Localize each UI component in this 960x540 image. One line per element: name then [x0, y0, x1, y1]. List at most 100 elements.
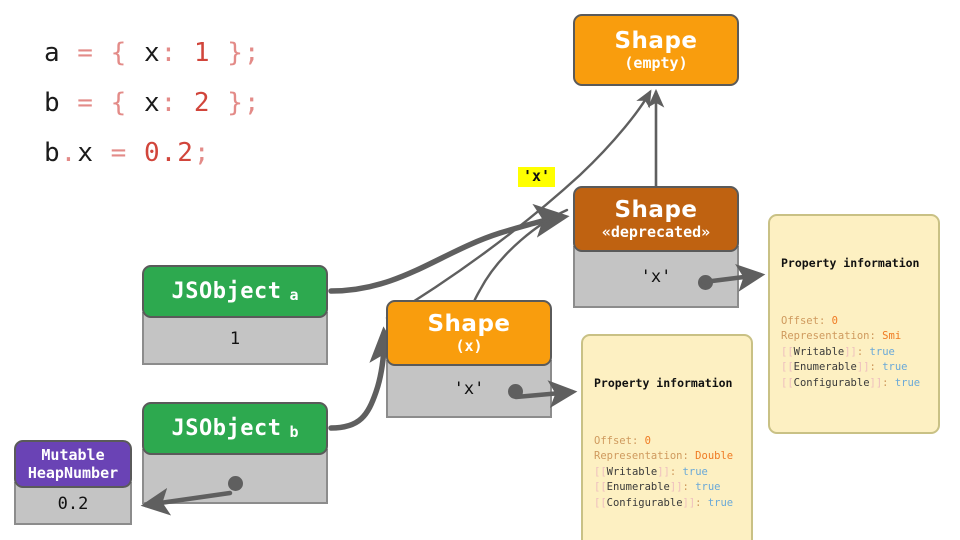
property-info-smi-title: Property information	[781, 256, 920, 270]
property-key: Offset	[781, 314, 819, 327]
code-token: 0.2	[143, 138, 194, 168]
code-token: x	[143, 38, 161, 68]
property-value: Smi	[882, 330, 902, 342]
property-key: [[Writable]]	[781, 345, 857, 358]
property-colon: :	[869, 330, 883, 342]
property-value: true	[682, 465, 708, 478]
property-colon: :	[682, 450, 696, 462]
code-token: =	[60, 88, 111, 118]
wire-b-to-shape-x	[328, 326, 404, 431]
shape-empty-title: Shape	[614, 27, 698, 54]
property-colon: :	[856, 345, 870, 358]
node-shape-empty[interactable]: Shape (empty)	[573, 14, 739, 86]
property-key: Representation	[781, 330, 870, 342]
jsobject-b-slot-dot	[228, 476, 243, 491]
property-row: [[Configurable]]: true	[781, 376, 927, 392]
property-value: true	[707, 496, 734, 509]
jsobject-a-slot-value: 1	[229, 328, 241, 349]
code-token: .	[60, 138, 78, 168]
code-line-3: b.x = 0.2;	[44, 128, 261, 178]
jsobject-a-slot: 1	[142, 312, 328, 365]
code-token: =	[60, 38, 111, 68]
node-jsobject-b[interactable]: JSObject b	[142, 402, 328, 504]
property-value: true	[695, 481, 721, 493]
jsobject-b-title: JSObject	[171, 416, 282, 441]
code-listing: a = { x: 1 };b = { x: 2 };b.x = 0.2;	[44, 28, 261, 178]
shape-deprecated-header: Shape «deprecated»	[573, 186, 739, 252]
property-row: [[Writable]]: true	[594, 465, 740, 481]
shape-deprecated-slot: 'x'	[573, 246, 739, 308]
code-token: :	[160, 88, 194, 118]
shape-x-slot-dot	[508, 384, 523, 399]
code-line-1: a = { x: 1 };	[44, 28, 261, 78]
property-row: Offset: 0	[781, 314, 927, 330]
shape-deprecated-title: Shape	[614, 196, 698, 223]
shape-empty-header: Shape (empty)	[573, 14, 739, 86]
property-key: [[Configurable]]	[781, 376, 883, 389]
code-token: b	[44, 138, 61, 168]
code-token: b	[44, 88, 61, 118]
shape-deprecated-slot-dot	[698, 275, 713, 290]
mutable-heapnumber-title-line1: Mutable	[41, 446, 105, 464]
node-shape-deprecated[interactable]: Shape «deprecated» 'x'	[573, 186, 739, 308]
code-token: =	[93, 138, 144, 168]
jsobject-b-suffix: b	[289, 422, 299, 441]
property-key: Offset	[594, 434, 632, 447]
property-colon: :	[669, 465, 683, 478]
code-line-2: b = { x: 2 };	[44, 78, 261, 128]
code-token: ;	[193, 138, 211, 168]
property-key: [[Configurable]]	[594, 496, 696, 509]
property-value: true	[882, 361, 908, 373]
property-key: Representation	[594, 450, 683, 462]
node-shape-x[interactable]: Shape (x) 'x'	[386, 300, 552, 418]
code-token: 1	[193, 38, 211, 68]
code-token: 2	[193, 88, 211, 118]
node-mutable-heapnumber[interactable]: Mutable HeapNumber 0.2	[14, 440, 132, 525]
property-row: Representation: Double	[594, 449, 740, 465]
shape-deprecated-slot-value: 'x'	[640, 267, 672, 287]
property-row: [[Configurable]]: true	[594, 496, 740, 512]
property-value: 0	[644, 434, 651, 447]
mutable-heapnumber-slot-value: 0.2	[57, 493, 89, 514]
shape-x-header: Shape (x)	[386, 300, 552, 366]
property-value: Double	[695, 450, 734, 462]
code-token: x	[77, 138, 94, 168]
property-row: Representation: Smi	[781, 329, 927, 345]
transition-label-x: 'x'	[518, 167, 556, 187]
shape-x-title: Shape	[427, 310, 511, 337]
jsobject-a-header: JSObject a	[142, 265, 328, 318]
property-colon: :	[631, 434, 645, 447]
code-token: }	[210, 38, 244, 68]
jsobject-a-title: JSObject	[171, 279, 282, 304]
jsobject-b-slot	[142, 449, 328, 504]
property-key: [[Enumerable]]	[781, 361, 870, 373]
property-colon: :	[695, 496, 708, 509]
mutable-heapnumber-title-line2: HeapNumber	[27, 464, 119, 482]
property-info-double-title: Property information	[594, 376, 733, 390]
mutable-heapnumber-header: Mutable HeapNumber	[14, 440, 132, 488]
code-token: ;	[243, 88, 261, 118]
property-colon: :	[818, 314, 832, 327]
property-colon: :	[869, 361, 883, 373]
property-value: 0	[831, 314, 838, 327]
wire-a-to-deprecated-shape	[328, 203, 570, 294]
property-colon: :	[682, 481, 696, 493]
property-value: true	[894, 376, 921, 389]
code-token: {	[110, 38, 144, 68]
code-token: {	[110, 88, 144, 118]
shape-x-subtitle: (x)	[455, 336, 483, 355]
shape-x-slot: 'x'	[386, 360, 552, 418]
shape-deprecated-subtitle: «deprecated»	[601, 222, 711, 241]
property-row: [[Enumerable]]: true	[594, 480, 740, 496]
node-jsobject-a[interactable]: JSObject a 1	[142, 265, 328, 365]
shape-empty-subtitle: (empty)	[624, 53, 688, 72]
code-token: x	[143, 88, 161, 118]
property-value: true	[869, 345, 895, 358]
property-key: [[Writable]]	[594, 465, 670, 478]
property-row: [[Enumerable]]: true	[781, 360, 927, 376]
code-token: a	[44, 38, 61, 68]
code-token: :	[160, 38, 194, 68]
